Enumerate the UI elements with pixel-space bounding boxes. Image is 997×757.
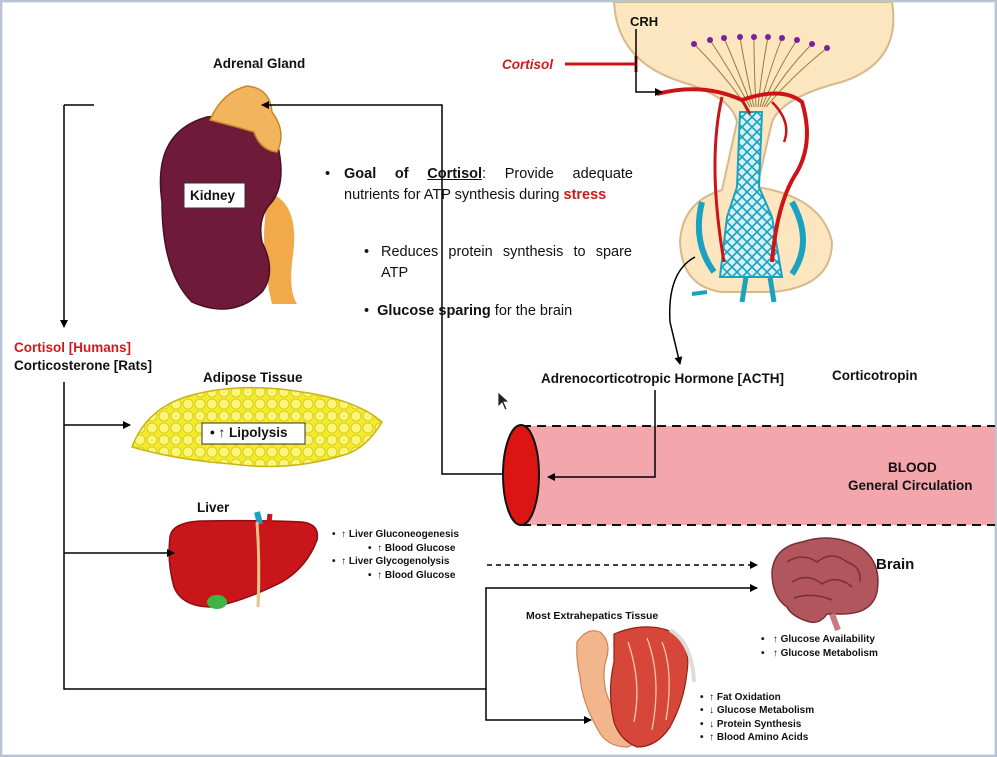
muscle-effect-item: • ↑ Blood Amino Acids (700, 732, 809, 743)
glucose-sparing-text: Glucose sparing (377, 303, 491, 319)
goal-paragraph: Goal of Cortisol: Provide adequate nutri… (325, 164, 633, 206)
pituitary-gland (612, 2, 895, 303)
goal-of-cortisol-block: • Goal of Cortisol: Provide adequate nut… (325, 164, 633, 206)
muscle-effect-item: • ↓ Glucose Metabolism (700, 705, 815, 716)
general-circulation-label: General Circulation (848, 478, 973, 493)
connector-lines (60, 29, 758, 724)
cortisol-humans-label: Cortisol [Humans] (14, 340, 132, 355)
adipose-tissue-label: Adipose Tissue (203, 370, 303, 385)
acth-label: Adrenocorticotropic Hormone [ACTH] (541, 371, 784, 386)
brain-label: Brain (876, 556, 915, 573)
adrenal-gland-label: Adrenal Gland (213, 56, 306, 71)
goal-text: : Provide adequate nutrients for ATP syn… (344, 166, 633, 203)
blood-label: BLOOD (888, 460, 937, 475)
muscle-effect-item: • ↓ Protein Synthesis (700, 719, 802, 730)
goal-title: Goal of (344, 166, 409, 182)
goal-bullet-protein-text: Reduces protein synthesis to spare ATP (381, 244, 632, 281)
crh-label: CRH (630, 14, 659, 29)
brain-effect-item: • ↑ Glucose Availability (761, 634, 875, 645)
goal-stress: stress (563, 187, 607, 203)
corticosterone-rats-label: Corticosterone [Rats] (14, 358, 153, 373)
goal-title-cortisol: Cortisol (427, 166, 483, 182)
blood-vessel (502, 424, 995, 526)
brain-effect-item: • ↑ Glucose Metabolism (761, 648, 878, 659)
muscle-tissue-label: Most Extrahepatics Tissue (526, 610, 659, 622)
liver-effect-item: • ↑ Liver Gluconeogenesis (332, 529, 459, 540)
goal-bullet-glucose: • Glucose sparing for the brain (364, 303, 573, 319)
kidney-label: Kidney (190, 188, 236, 203)
corticotropin-label: Corticotropin (832, 368, 918, 383)
arm-muscle (576, 626, 696, 748)
liver-effect-item: • ↑ Liver Glycogenolysis (332, 556, 450, 567)
goal-bullet-protein: • Reduces protein synthesis to spare ATP (364, 242, 632, 284)
brain (771, 537, 879, 632)
glucose-sparing-rest: for the brain (490, 303, 573, 319)
liver-effect-item: • ↑ Blood Glucose (368, 543, 456, 554)
liver (168, 511, 319, 609)
muscle-effect-item: • ↑ Fat Oxidation (700, 692, 781, 703)
liver-label: Liver (197, 500, 230, 515)
cortisol-inhibition-label: Cortisol (502, 57, 554, 72)
liver-effect-item: • ↑ Blood Glucose (368, 570, 456, 581)
mouse-cursor-icon (497, 391, 511, 411)
lipolysis-label: • ↑ Lipolysis (210, 425, 288, 440)
